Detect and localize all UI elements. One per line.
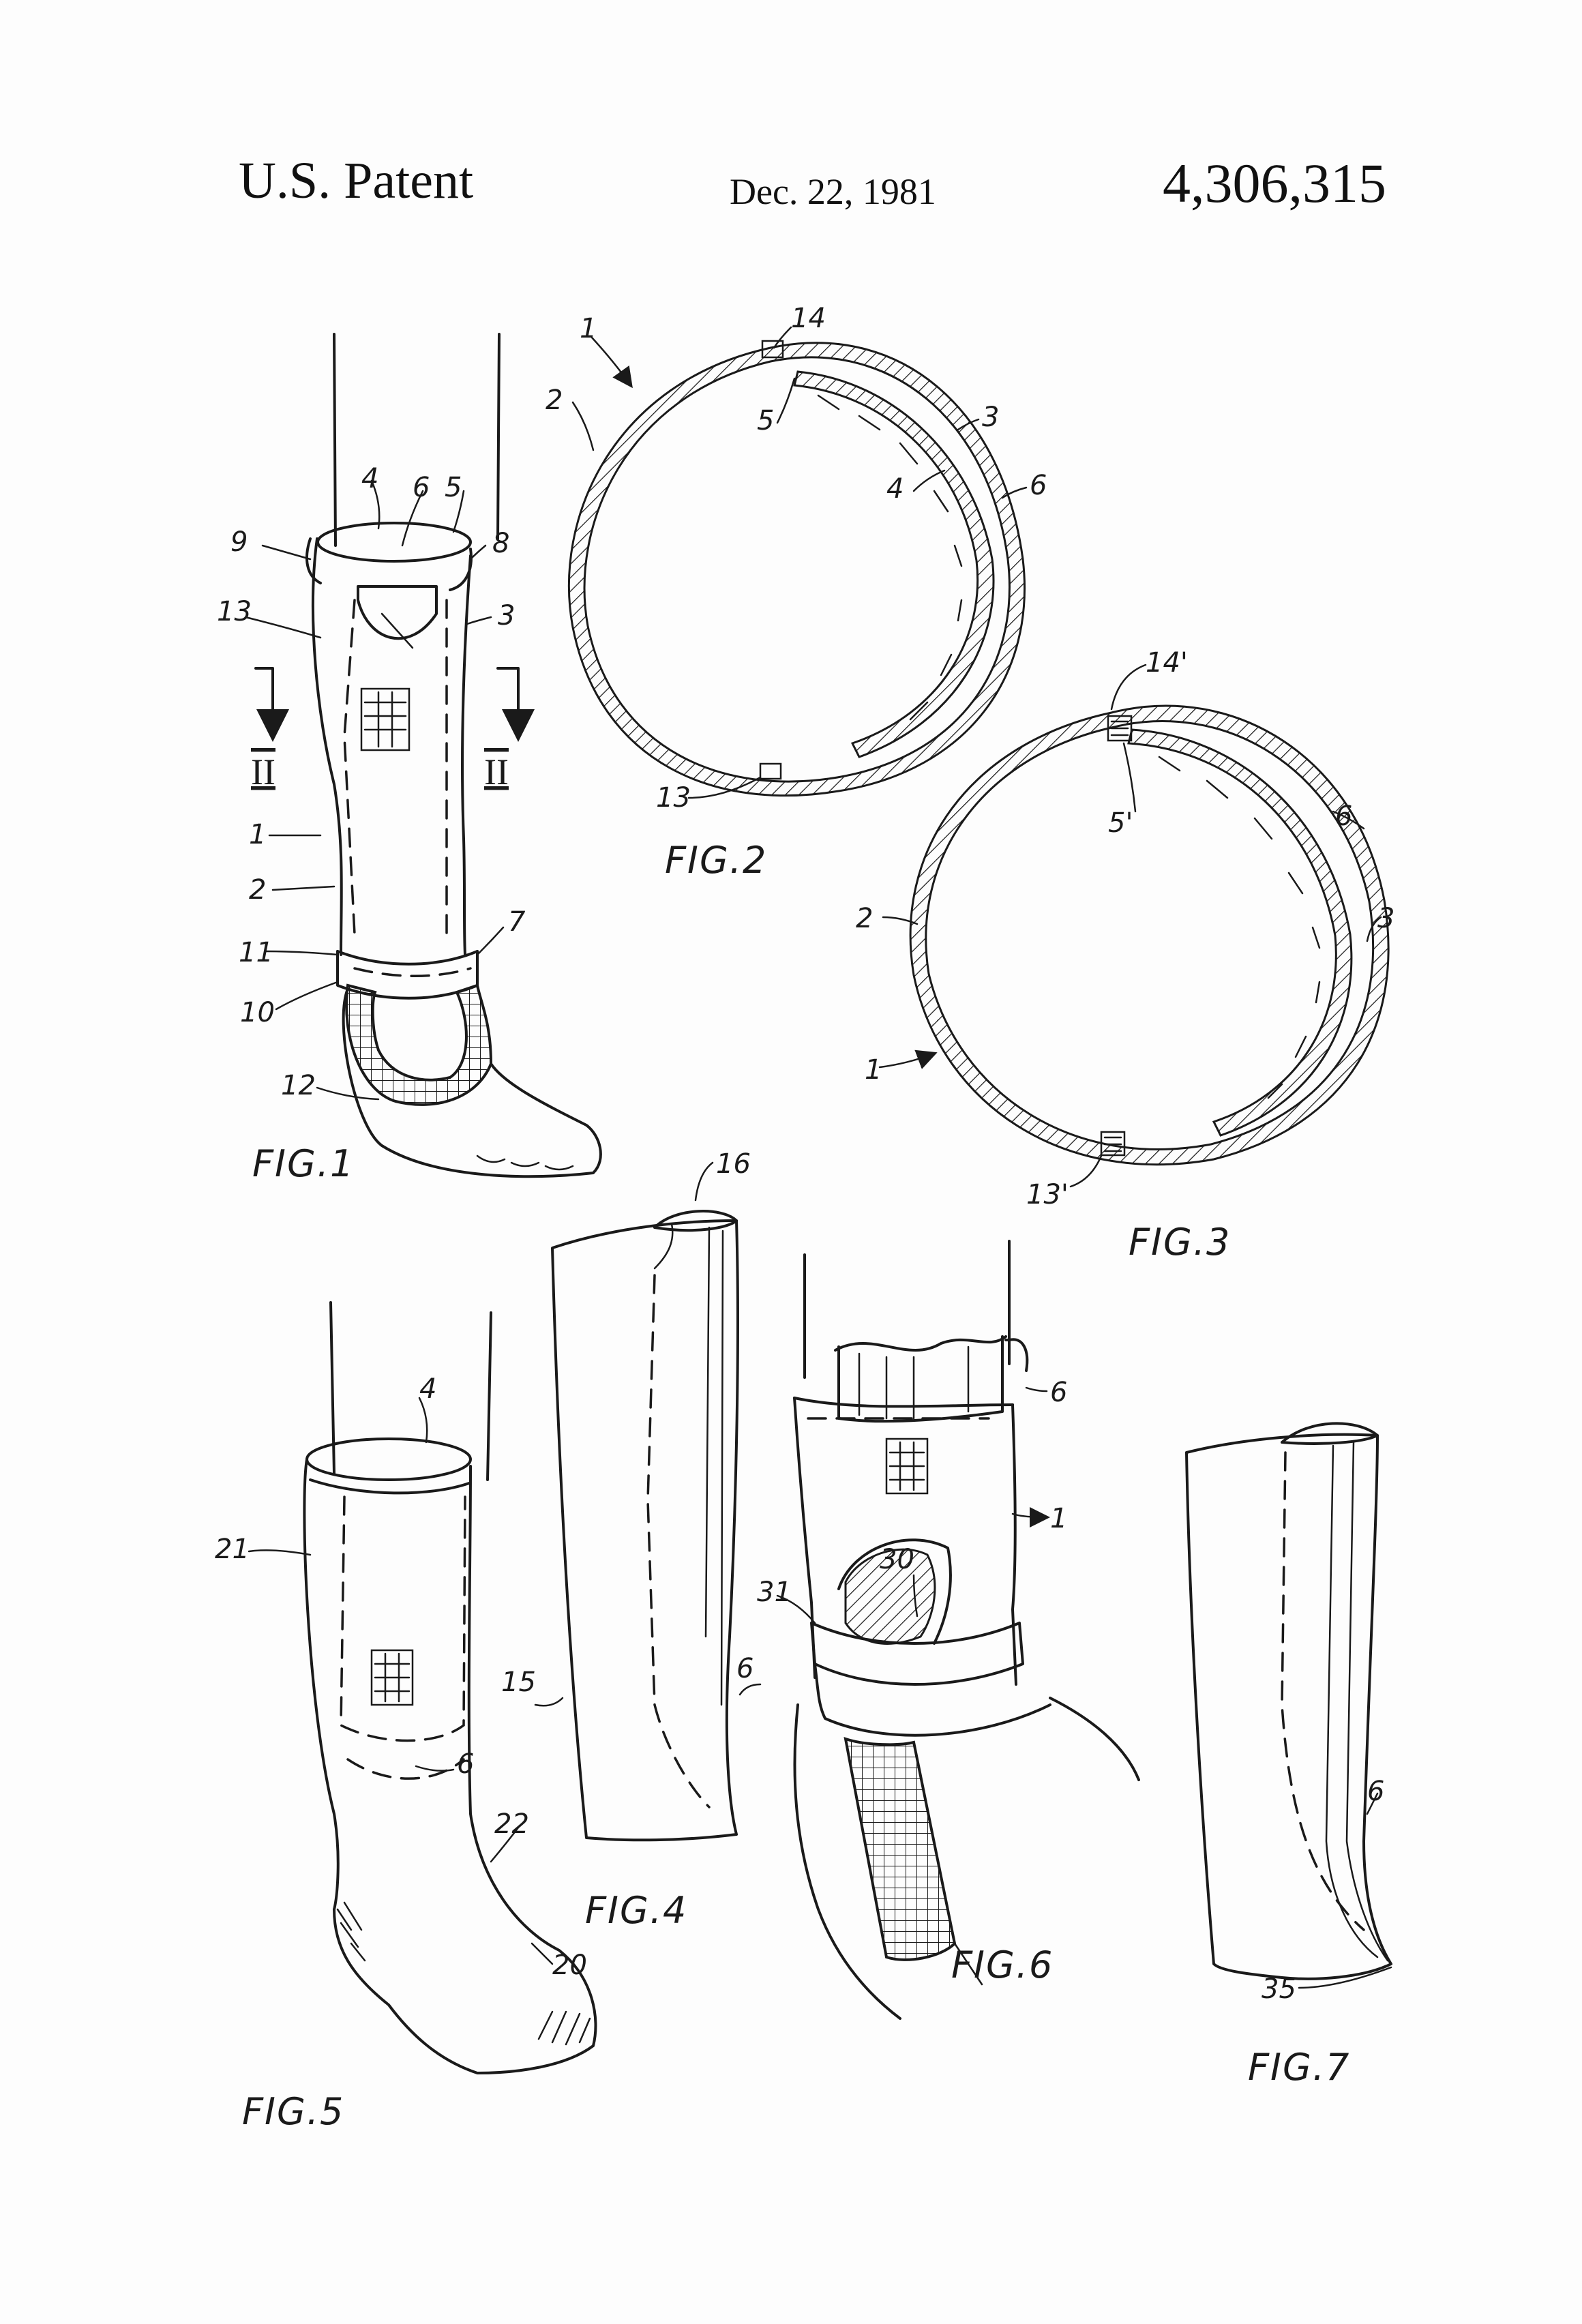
figure-4: 16 15 6 FIG.4 bbox=[501, 1148, 762, 1932]
logo-mark bbox=[360, 687, 411, 751]
ref-22: 22 bbox=[494, 1808, 529, 1840]
ref-6: 6 bbox=[1050, 1377, 1067, 1408]
ref-8: 8 bbox=[492, 528, 509, 559]
ref-13: 13 bbox=[217, 596, 252, 627]
ref-31: 31 bbox=[757, 1577, 792, 1608]
ref-12: 12 bbox=[281, 1070, 316, 1101]
ref-13: 13 bbox=[656, 782, 691, 814]
ref-6: 6 bbox=[1030, 470, 1047, 501]
ref-6: 6 bbox=[457, 1748, 474, 1780]
ref-21: 21 bbox=[215, 1534, 250, 1565]
ref-6: 6 bbox=[736, 1653, 753, 1684]
ref-5: 5 bbox=[445, 472, 462, 503]
ref-13p: 13' bbox=[1026, 1179, 1069, 1210]
section-mark-right: II bbox=[484, 751, 509, 792]
ref-1: 1 bbox=[249, 819, 266, 850]
caption-fig6: FIG.6 bbox=[951, 1943, 1054, 1986]
ref-20: 20 bbox=[552, 1950, 587, 1981]
ref-3: 3 bbox=[1377, 903, 1394, 934]
figure-1: 4 6 5 9 8 13 3 1 2 11 7 10 12 II II FIG.… bbox=[217, 333, 602, 1185]
logo-mark bbox=[885, 1437, 929, 1495]
ref-3: 3 bbox=[982, 402, 999, 433]
ref-6: 6 bbox=[1367, 1776, 1384, 1807]
fastener-14 bbox=[761, 340, 784, 359]
ref-2: 2 bbox=[546, 385, 563, 416]
fastener-13p bbox=[1100, 1131, 1126, 1157]
ref-10: 10 bbox=[240, 997, 275, 1028]
ref-1: 1 bbox=[580, 313, 597, 344]
ref-9: 9 bbox=[230, 526, 248, 558]
ref-11: 11 bbox=[239, 937, 273, 968]
ref-1: 1 bbox=[1050, 1503, 1067, 1534]
ref-5: 5 bbox=[757, 405, 774, 436]
figure-7: 6 35 FIG.7 bbox=[1185, 1422, 1392, 2089]
figure-3: 14' 5' 6 2 3 1 13' FIG.3 bbox=[856, 647, 1394, 1264]
ref-15: 15 bbox=[501, 1667, 536, 1698]
logo-mark bbox=[370, 1649, 414, 1706]
patent-number: 4,306,315 bbox=[1163, 152, 1386, 214]
caption-fig1: FIG.1 bbox=[252, 1142, 355, 1185]
ref-16: 16 bbox=[716, 1148, 751, 1180]
caption-fig2: FIG.2 bbox=[665, 839, 767, 882]
ref-7: 7 bbox=[508, 906, 526, 938]
ref-14: 14 bbox=[791, 303, 826, 334]
ref-6: 6 bbox=[413, 472, 430, 503]
ref-4: 4 bbox=[886, 473, 904, 505]
ref-4: 4 bbox=[419, 1373, 436, 1405]
ref-35: 35 bbox=[1262, 1973, 1296, 2005]
caption-fig7: FIG.7 bbox=[1248, 2046, 1350, 2089]
ref-5p: 5' bbox=[1108, 807, 1133, 839]
ref-14p: 14' bbox=[1146, 647, 1188, 679]
ref-30: 30 bbox=[880, 1544, 914, 1575]
section-mark-left: II bbox=[251, 751, 275, 792]
ref-6: 6 bbox=[1335, 801, 1352, 832]
patent-date: Dec. 22, 1981 bbox=[730, 171, 936, 212]
ref-2: 2 bbox=[249, 874, 266, 906]
ref-4: 4 bbox=[361, 463, 378, 494]
figure-5: 4 21 6 22 20 FIG.5 bbox=[215, 1301, 597, 2133]
fastener-13 bbox=[759, 762, 782, 780]
fastener-14p bbox=[1107, 715, 1133, 742]
figure-2: 1 14 2 5 3 4 6 13 FIG.2 bbox=[546, 303, 1047, 882]
ref-1: 1 bbox=[865, 1054, 882, 1086]
patent-label: U.S. Patent bbox=[239, 152, 474, 209]
ref-2: 2 bbox=[856, 903, 873, 934]
figure-6: 6 1 30 31 FIG.6 bbox=[757, 1240, 1140, 2020]
caption-fig3: FIG.3 bbox=[1129, 1221, 1231, 1264]
ref-3: 3 bbox=[498, 600, 515, 631]
caption-fig4: FIG.4 bbox=[585, 1889, 687, 1932]
caption-fig5: FIG.5 bbox=[242, 2090, 344, 2133]
